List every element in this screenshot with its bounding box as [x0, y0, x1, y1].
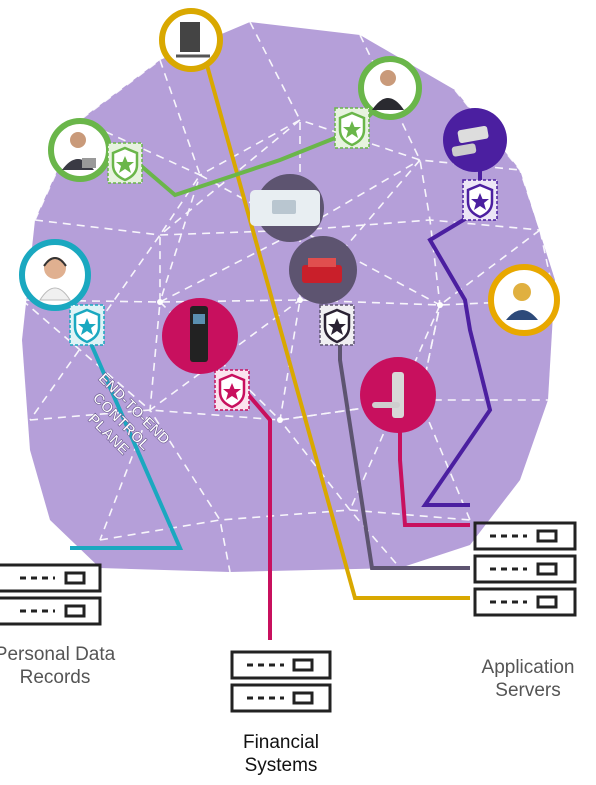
- atm-kiosk-icon: [190, 306, 208, 362]
- application-server-icon: [473, 521, 577, 617]
- atm-device: [162, 298, 238, 374]
- shield-green-left: [107, 142, 143, 184]
- shield-dark: [319, 304, 355, 346]
- personal-data-server-icon: [0, 563, 102, 626]
- tollgate-connection-line: [198, 39, 470, 600]
- control-plane-sphere: [21, 21, 556, 573]
- shield-magenta: [214, 369, 250, 411]
- application-label-line-2: Servers: [495, 680, 561, 701]
- financial-label-line-1: Financial: [242, 732, 320, 753]
- businessman-top-device: [358, 56, 422, 120]
- security-camera-icon: [451, 125, 489, 157]
- router-device: [289, 236, 357, 304]
- door-lock-icon: [372, 372, 404, 418]
- field-worker-icon: [506, 283, 538, 320]
- financial-server-icon: [230, 650, 332, 713]
- personal-data-records-label: Personal Data Records: [0, 643, 150, 689]
- call-center-device: [19, 239, 91, 311]
- application-label-line-1: Application: [481, 657, 575, 678]
- door-lock-device: [360, 357, 436, 433]
- businessman-laptop-icon: [62, 132, 96, 170]
- toll-gate-icon: [180, 22, 200, 52]
- shield-green-right: [334, 107, 370, 149]
- personal-data-label-line-1: Personal Data: [0, 644, 116, 665]
- financial-systems-label: Financial Systems: [206, 731, 356, 777]
- router-icon: [302, 258, 342, 283]
- application-servers-label: Application Servers: [460, 656, 596, 702]
- worker-device: [488, 264, 560, 336]
- atm-connection-line: [238, 383, 272, 640]
- shield-cyan: [69, 304, 105, 346]
- cyan-connection-line: [70, 329, 184, 550]
- cctv-device: [443, 108, 507, 172]
- door-lock-connection-line: [398, 420, 470, 527]
- shield-purple: [462, 179, 498, 221]
- card-reader-device: [250, 174, 324, 242]
- personal-data-label-line-2: Records: [19, 667, 91, 688]
- businessman-laptop-device: [48, 118, 112, 182]
- financial-label-line-2: Systems: [244, 755, 318, 776]
- headset-agent-icon: [39, 257, 71, 301]
- tollgate-device: [159, 8, 223, 72]
- businessman-phone-icon: [372, 70, 404, 110]
